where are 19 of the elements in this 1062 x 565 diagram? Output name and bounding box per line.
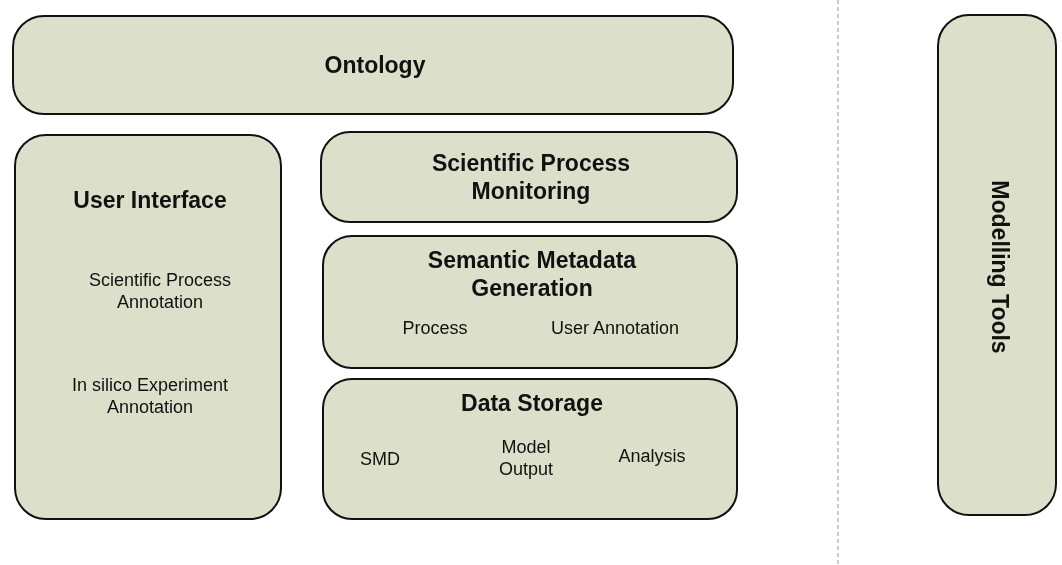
node-title: Modelling Tools [985, 180, 1013, 354]
list-item: In silico Experiment Annotation [70, 375, 230, 419]
list-item: SMD [359, 449, 401, 471]
node-title: Ontology [323, 52, 427, 80]
list-item: Analysis [617, 446, 687, 468]
node-title: Semantic Metadata Generation [426, 247, 638, 303]
node-title: Data Storage [460, 390, 604, 418]
component-box [14, 134, 282, 520]
node-title: User Interface [72, 187, 228, 215]
list-item: User Annotation [549, 318, 681, 340]
node-title: Scientific Process Monitoring [430, 150, 632, 206]
side-panel [937, 14, 1057, 516]
component-box [320, 131, 738, 223]
component-box [322, 235, 738, 369]
list-item: Process [401, 318, 469, 340]
component-box [322, 378, 738, 520]
list-item: Scientific Process Annotation [87, 270, 233, 314]
list-item: Model Output [497, 437, 554, 481]
top-layer-band [12, 15, 734, 115]
